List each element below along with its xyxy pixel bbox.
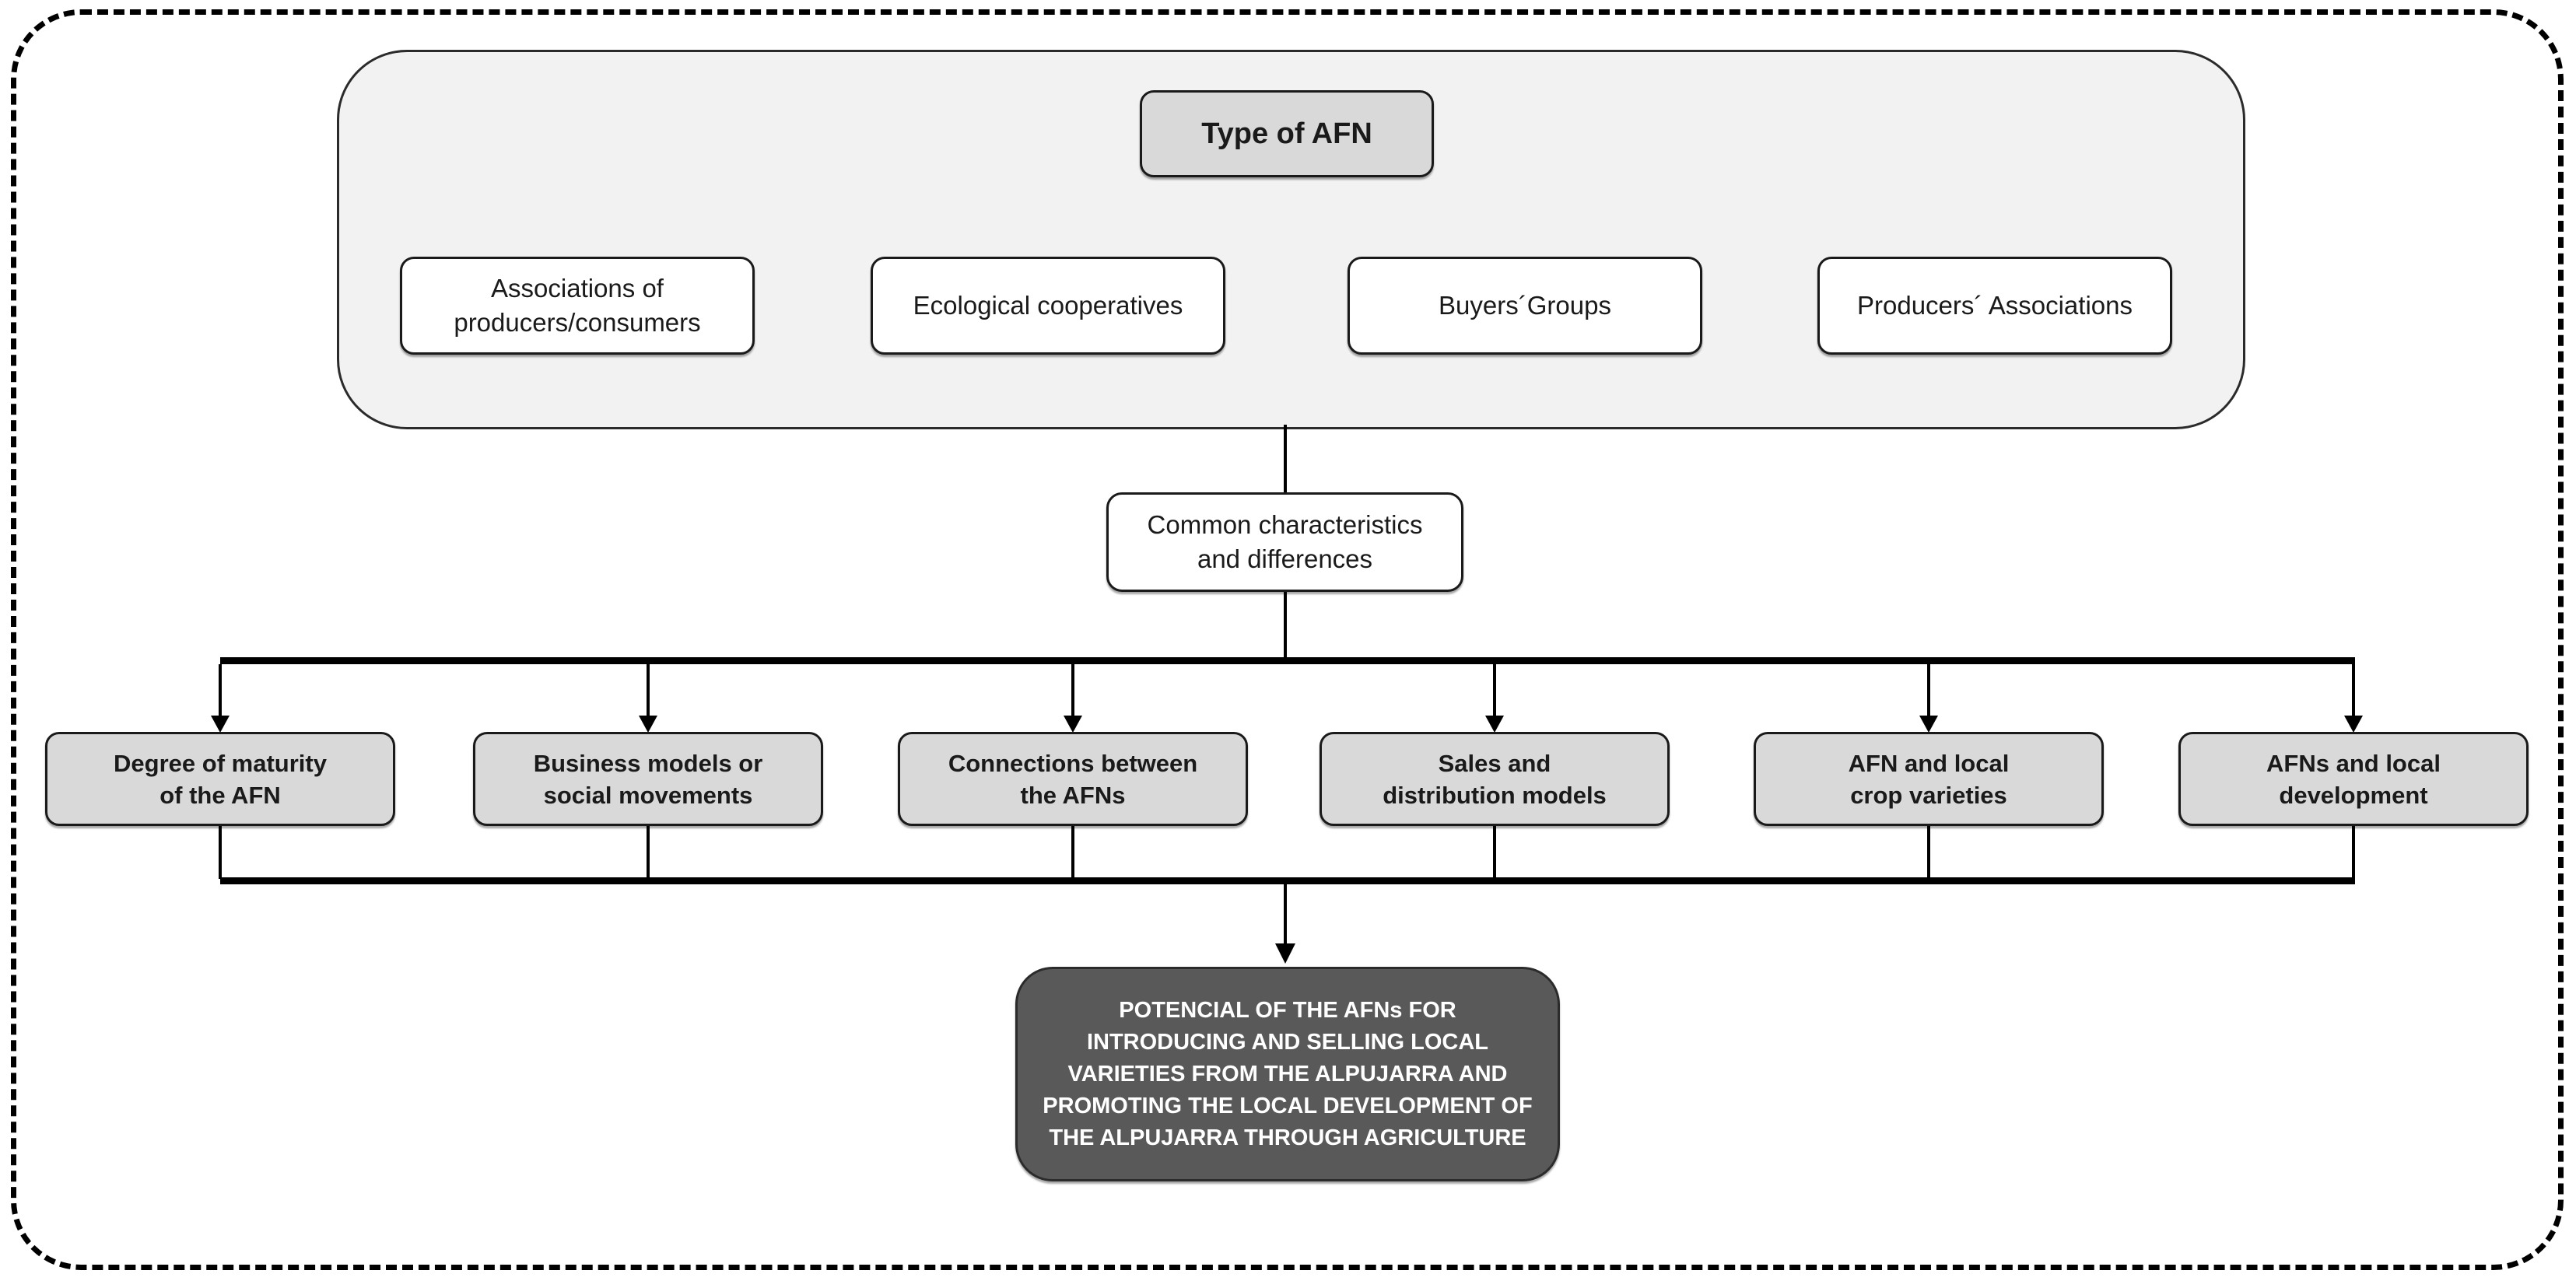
common-label-line: and differences [1197,544,1373,573]
characteristic-box-local-development: AFNs and local development [2178,732,2529,826]
afn-type-label-line: producers/consumers [454,308,701,337]
afn-type-label-line: Ecological cooperatives [913,291,1183,320]
common-label-line: Common characteristics [1147,510,1423,539]
characteristic-label-line: Sales and [1438,749,1551,777]
characteristic-label-line: development [2279,781,2428,809]
characteristic-label-line: crop varieties [1850,781,2007,809]
characteristic-label-line: social movements [543,781,753,809]
arrow-stem-local-development [2352,664,2355,717]
afn-type-box-ecological-cooperatives: Ecological cooperatives [871,257,1225,355]
characteristic-label-line: AFN and local [1848,749,2010,777]
characteristic-box-degree-maturity: Degree of maturity of the AFN [45,732,395,826]
outcome-label-line: INTRODUCING AND SELLING LOCAL [1086,1029,1489,1055]
characteristic-box-connections: Connections between the AFNs [898,732,1248,826]
arrow-down-icon [1064,716,1082,733]
afn-type-box-buyers-groups: Buyers´Groups [1348,257,1702,355]
type-of-afn-box: Type of AFN [1140,90,1434,177]
arrow-down-icon [2344,716,2363,733]
characteristic-label-line: Connections between [948,749,1198,777]
outer-dashed-border [11,9,2564,1270]
outcome-label-line: THE ALPUJARRA THROUGH AGRICULTURE [1049,1125,1526,1150]
afn-type-box-producers-associations: Producers´ Associations [1817,257,2172,355]
stem-local-development-down [2352,826,2355,879]
characteristic-box-crop-varieties: AFN and local crop varieties [1754,732,2104,826]
arrow-stem-connections [1071,664,1074,717]
arrow-down-icon [1919,716,1938,733]
afn-type-label-line: Buyers´Groups [1439,291,1611,320]
characteristic-label-line: AFNs and local [2266,749,2441,777]
afn-type-label-line: Producers´ Associations [1857,291,2133,320]
arrow-stem-sales-distribution [1493,664,1496,717]
characteristic-label-line: the AFNs [1020,781,1126,809]
connector-container-to-common [1284,425,1287,493]
stem-sales-distribution-down [1493,826,1496,879]
arrow-stem-outcome [1284,884,1287,945]
characteristic-box-business-models: Business models or social movements [473,732,823,826]
stem-business-models-down [647,826,650,879]
connector-common-to-bar [1284,592,1287,659]
common-characteristics-box: Common characteristics and differences [1106,492,1463,592]
outcome-label-line: POTENCIAL OF THE AFNs FOR [1119,997,1456,1023]
outcome-box-potential-afns: POTENCIAL OF THE AFNs FOR INTRODUCING AN… [1015,967,1560,1181]
stem-crop-varieties-down [1927,826,1930,879]
arrow-down-icon [211,716,230,733]
distribution-bar-top [220,657,2355,664]
arrow-stem-crop-varieties [1927,664,1930,717]
stem-connections-down [1071,826,1074,879]
arrow-down-icon [1275,943,1295,964]
characteristic-label-line: Degree of maturity [114,749,327,777]
afn-type-label-line: Associations of [491,274,664,303]
characteristic-label-line: Business models or [533,749,763,777]
arrow-stem-business-models [647,664,650,717]
arrow-down-icon [1485,716,1504,733]
arrow-down-icon [639,716,657,733]
arrow-stem-degree-maturity [219,664,222,717]
outcome-label-line: VARIETIES FROM THE ALPUJARRA AND [1067,1061,1508,1087]
afn-type-box-associations-producers-consumers: Associations of producers/consumers [400,257,755,355]
characteristic-label-line: of the AFN [159,781,281,809]
stem-degree-maturity-down [219,826,222,879]
characteristic-label-line: distribution models [1383,781,1607,809]
collector-bar-bottom [220,877,2355,884]
type-of-afn-label: Type of AFN [1201,117,1372,150]
characteristic-box-sales-distribution: Sales and distribution models [1320,732,1670,826]
outcome-label-line: PROMOTING THE LOCAL DEVELOPMENT OF [1043,1093,1533,1118]
